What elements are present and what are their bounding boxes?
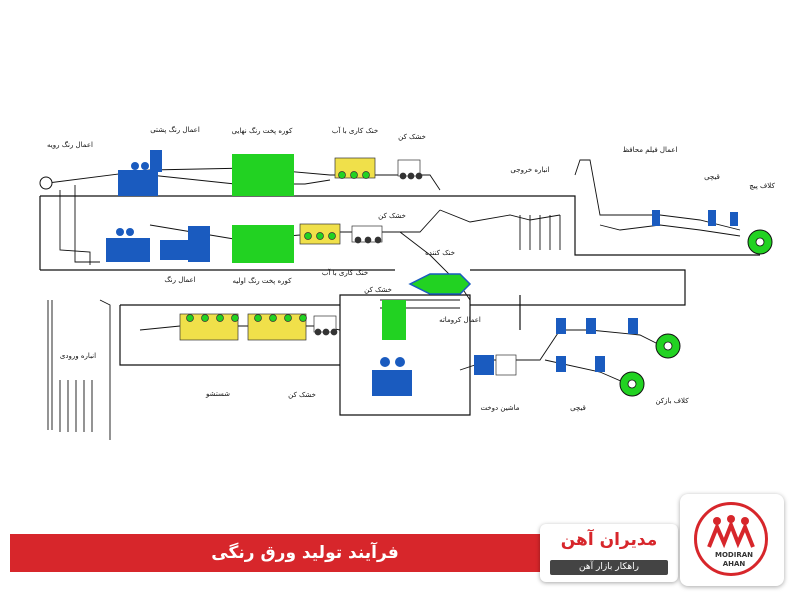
dryer-top-station <box>397 159 423 180</box>
label-cooler: خنک کننده <box>425 249 455 257</box>
dryer-bottom-station <box>313 315 338 336</box>
labels: اعمال رنگ پشتی اعمال رنگ رویه کوره پخت ر… <box>47 125 775 412</box>
shear-top-icons <box>652 210 738 226</box>
primer-oven <box>232 225 294 263</box>
label-chromate: اعمال کروماته <box>439 316 481 324</box>
line-frame <box>39 195 760 416</box>
chromate-station <box>372 357 412 396</box>
label-final-oven: کوره پخت رنگ نهایی <box>232 126 293 135</box>
label-protective-film: اعمال فیلم محافظ <box>623 146 678 154</box>
label-shear-bottom: قیچی <box>570 404 586 412</box>
water-cool-mid-station <box>299 223 341 245</box>
label-dryer-bottom: خشک کن <box>288 391 316 399</box>
label-recoiler: کلاف پیچ <box>749 182 775 190</box>
chromate-dryer-oven <box>382 300 406 340</box>
people-logo-icon <box>707 515 755 549</box>
back-coat-station <box>118 150 162 196</box>
water-cool-top-station <box>334 157 376 179</box>
stitcher-station <box>474 354 517 376</box>
label-stitcher: ماشین دوخت <box>480 404 519 412</box>
entry-roll <box>39 176 53 190</box>
logo-line2: AHAN <box>722 560 746 568</box>
page-title: فرآیند تولید ورق رنگی <box>211 543 399 563</box>
label-back-coat: اعمال رنگ پشتی <box>150 125 200 134</box>
label-dryer-top: خشک کن <box>398 133 426 141</box>
label-dryer-mid: خشک کن <box>378 212 406 220</box>
label-primer-oven: کوره پخت رنگ اولیه <box>233 276 293 285</box>
brand-name: مدیران آهن <box>560 530 658 550</box>
brand-logo-icon: MODIRAN AHAN <box>694 502 768 576</box>
label-face-coat: اعمال رنگ رویه <box>47 140 93 149</box>
face-coat-station <box>106 226 210 262</box>
label-apply-paint: اعمال رنگ <box>164 275 195 284</box>
label-water-cool-mid: خنک کاری با آب <box>322 268 368 277</box>
final-oven <box>232 154 294 196</box>
dryer-mid-station <box>351 225 383 244</box>
label-water-cool-top: خنک کاری با آب <box>332 126 378 135</box>
washing-station <box>179 313 307 341</box>
brand-card: مدیران آهن راهکار بازار آهن <box>540 524 678 582</box>
label-uncoiler: کلاف بازکن <box>655 397 689 405</box>
recoiler-coil <box>747 229 773 255</box>
label-washing: شستشو <box>205 390 230 398</box>
logo-line1: MODIRAN <box>715 551 753 559</box>
brand-tagline: راهکار بازار آهن <box>550 560 668 575</box>
cooler-unit <box>408 273 472 295</box>
shear-bottom-icons <box>556 318 638 372</box>
label-entry-accumulator: انباره ورودی <box>60 352 96 360</box>
label-dryer-low: خشک کن <box>364 286 392 294</box>
uncoiler-coil-1 <box>655 333 681 359</box>
label-exit-accumulator: انباره خروجی <box>510 166 549 174</box>
logo-card: MODIRAN AHAN <box>680 494 784 586</box>
label-shear-top: قیچی <box>704 173 720 181</box>
uncoiler-coil-2 <box>619 371 645 397</box>
strip-path-bottom <box>47 299 661 440</box>
